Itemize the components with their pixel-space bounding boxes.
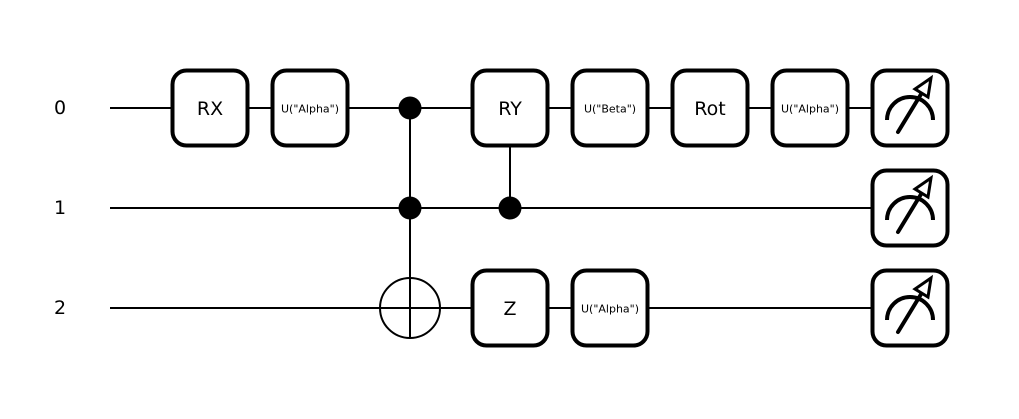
u-alpha-gate-1: U("Alpha") (270, 68, 350, 148)
z-gate: Z (470, 268, 550, 348)
cnot-target-icon (379, 277, 441, 339)
gate-label: U("Alpha") (281, 103, 339, 116)
toffoli-control-dot (398, 96, 422, 120)
gate-label: U("Beta") (584, 103, 636, 116)
controlled-ry-control-dot (498, 196, 522, 220)
ry-gate: RY (470, 68, 550, 148)
wire-label-2: 2 (54, 297, 66, 319)
gate-box (470, 68, 550, 148)
toffoli-control-dot (398, 196, 422, 220)
gate-box (270, 68, 350, 148)
wire-label-0: 0 (54, 97, 66, 119)
measurement-meter-icon (870, 168, 950, 248)
rot-gate: Rot (670, 68, 750, 148)
measurement-meter-icon (870, 68, 950, 148)
gate-label: Z (503, 298, 516, 320)
gate-box (170, 68, 250, 148)
u-beta-gate: U("Beta") (570, 68, 650, 148)
rx-gate: RX (170, 68, 250, 148)
gate-box (570, 68, 650, 148)
gate-label: RY (498, 98, 522, 120)
gate-box (470, 268, 550, 348)
gate-label: RX (197, 98, 223, 120)
gate-box (770, 68, 850, 148)
gate-label: U("Alpha") (581, 303, 639, 316)
wire-label-1: 1 (54, 197, 66, 219)
gate-box (570, 268, 650, 348)
u-alpha-gate-2: U("Alpha") (770, 68, 850, 148)
measurement-meter-icon (870, 268, 950, 348)
u-alpha-gate-3: U("Alpha") (570, 268, 650, 348)
gate-label: Rot (694, 98, 725, 120)
gate-label: U("Alpha") (781, 103, 839, 116)
gate-box (670, 68, 750, 148)
